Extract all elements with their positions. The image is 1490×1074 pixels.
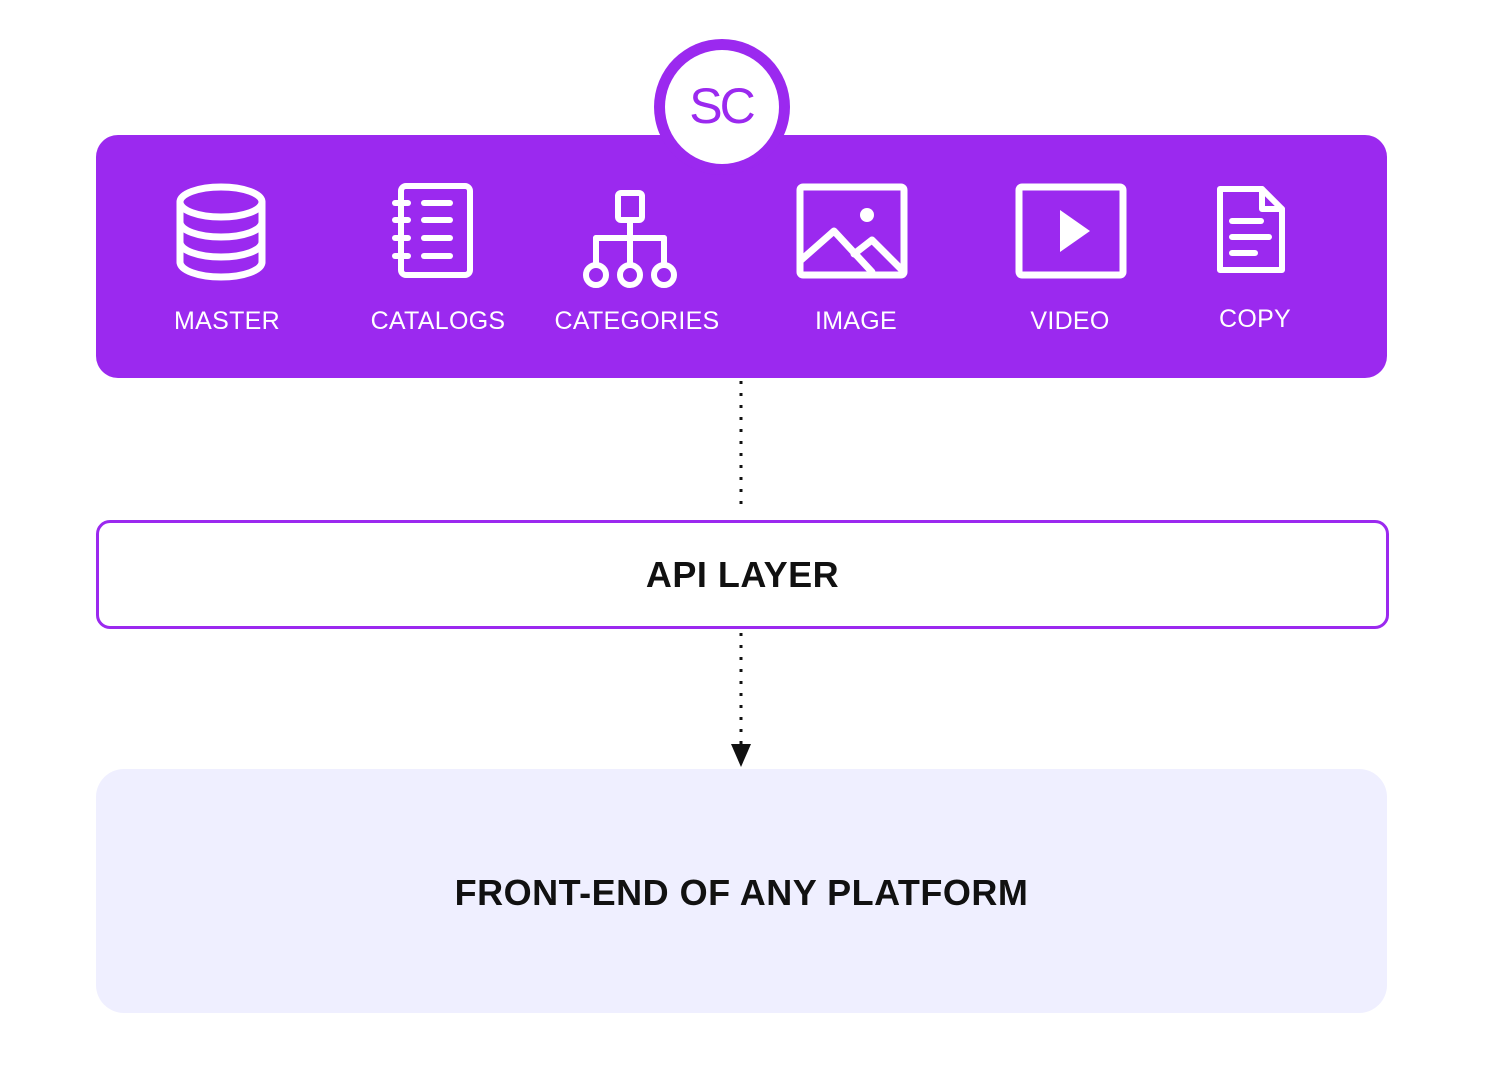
database-icon	[176, 183, 266, 281]
api-layer-box: API LAYER	[96, 520, 1389, 629]
hierarchy-icon	[583, 190, 677, 288]
source-tile-catalogs: CATALOGS	[338, 135, 538, 378]
front-end-label: FRONT-END OF ANY PLATFORM	[454, 871, 1029, 913]
notebook-icon	[392, 183, 473, 278]
sc-logo-badge: SC	[654, 39, 790, 175]
image-icon	[796, 183, 908, 279]
sc-logo-circle: SC	[665, 50, 779, 164]
source-label-copy: COPY	[1218, 305, 1292, 333]
source-label-video: VIDEO	[1030, 307, 1110, 335]
source-label-master: MASTER	[174, 307, 280, 335]
api-layer-label: API LAYER	[645, 553, 840, 595]
source-label-image: IMAGE	[814, 307, 898, 335]
source-tile-master: MASTER	[127, 135, 327, 378]
source-label-categories: CATEGORIES	[554, 307, 720, 335]
source-tile-image: IMAGE	[756, 135, 956, 378]
document-icon	[1217, 186, 1285, 273]
sc-logo-text: SC	[689, 78, 755, 134]
source-tile-video: VIDEO	[970, 135, 1170, 378]
source-tile-categories: CATEGORIES	[537, 135, 737, 378]
source-label-catalogs: CATALOGS	[370, 307, 506, 335]
play-icon	[1015, 183, 1127, 279]
source-tile-copy: COPY	[1155, 135, 1355, 378]
front-end-box: FRONT-END OF ANY PLATFORM	[96, 769, 1387, 1013]
content-sources-panel: MASTER CATALOGS	[96, 135, 1387, 378]
arrowhead-icon	[731, 744, 751, 767]
